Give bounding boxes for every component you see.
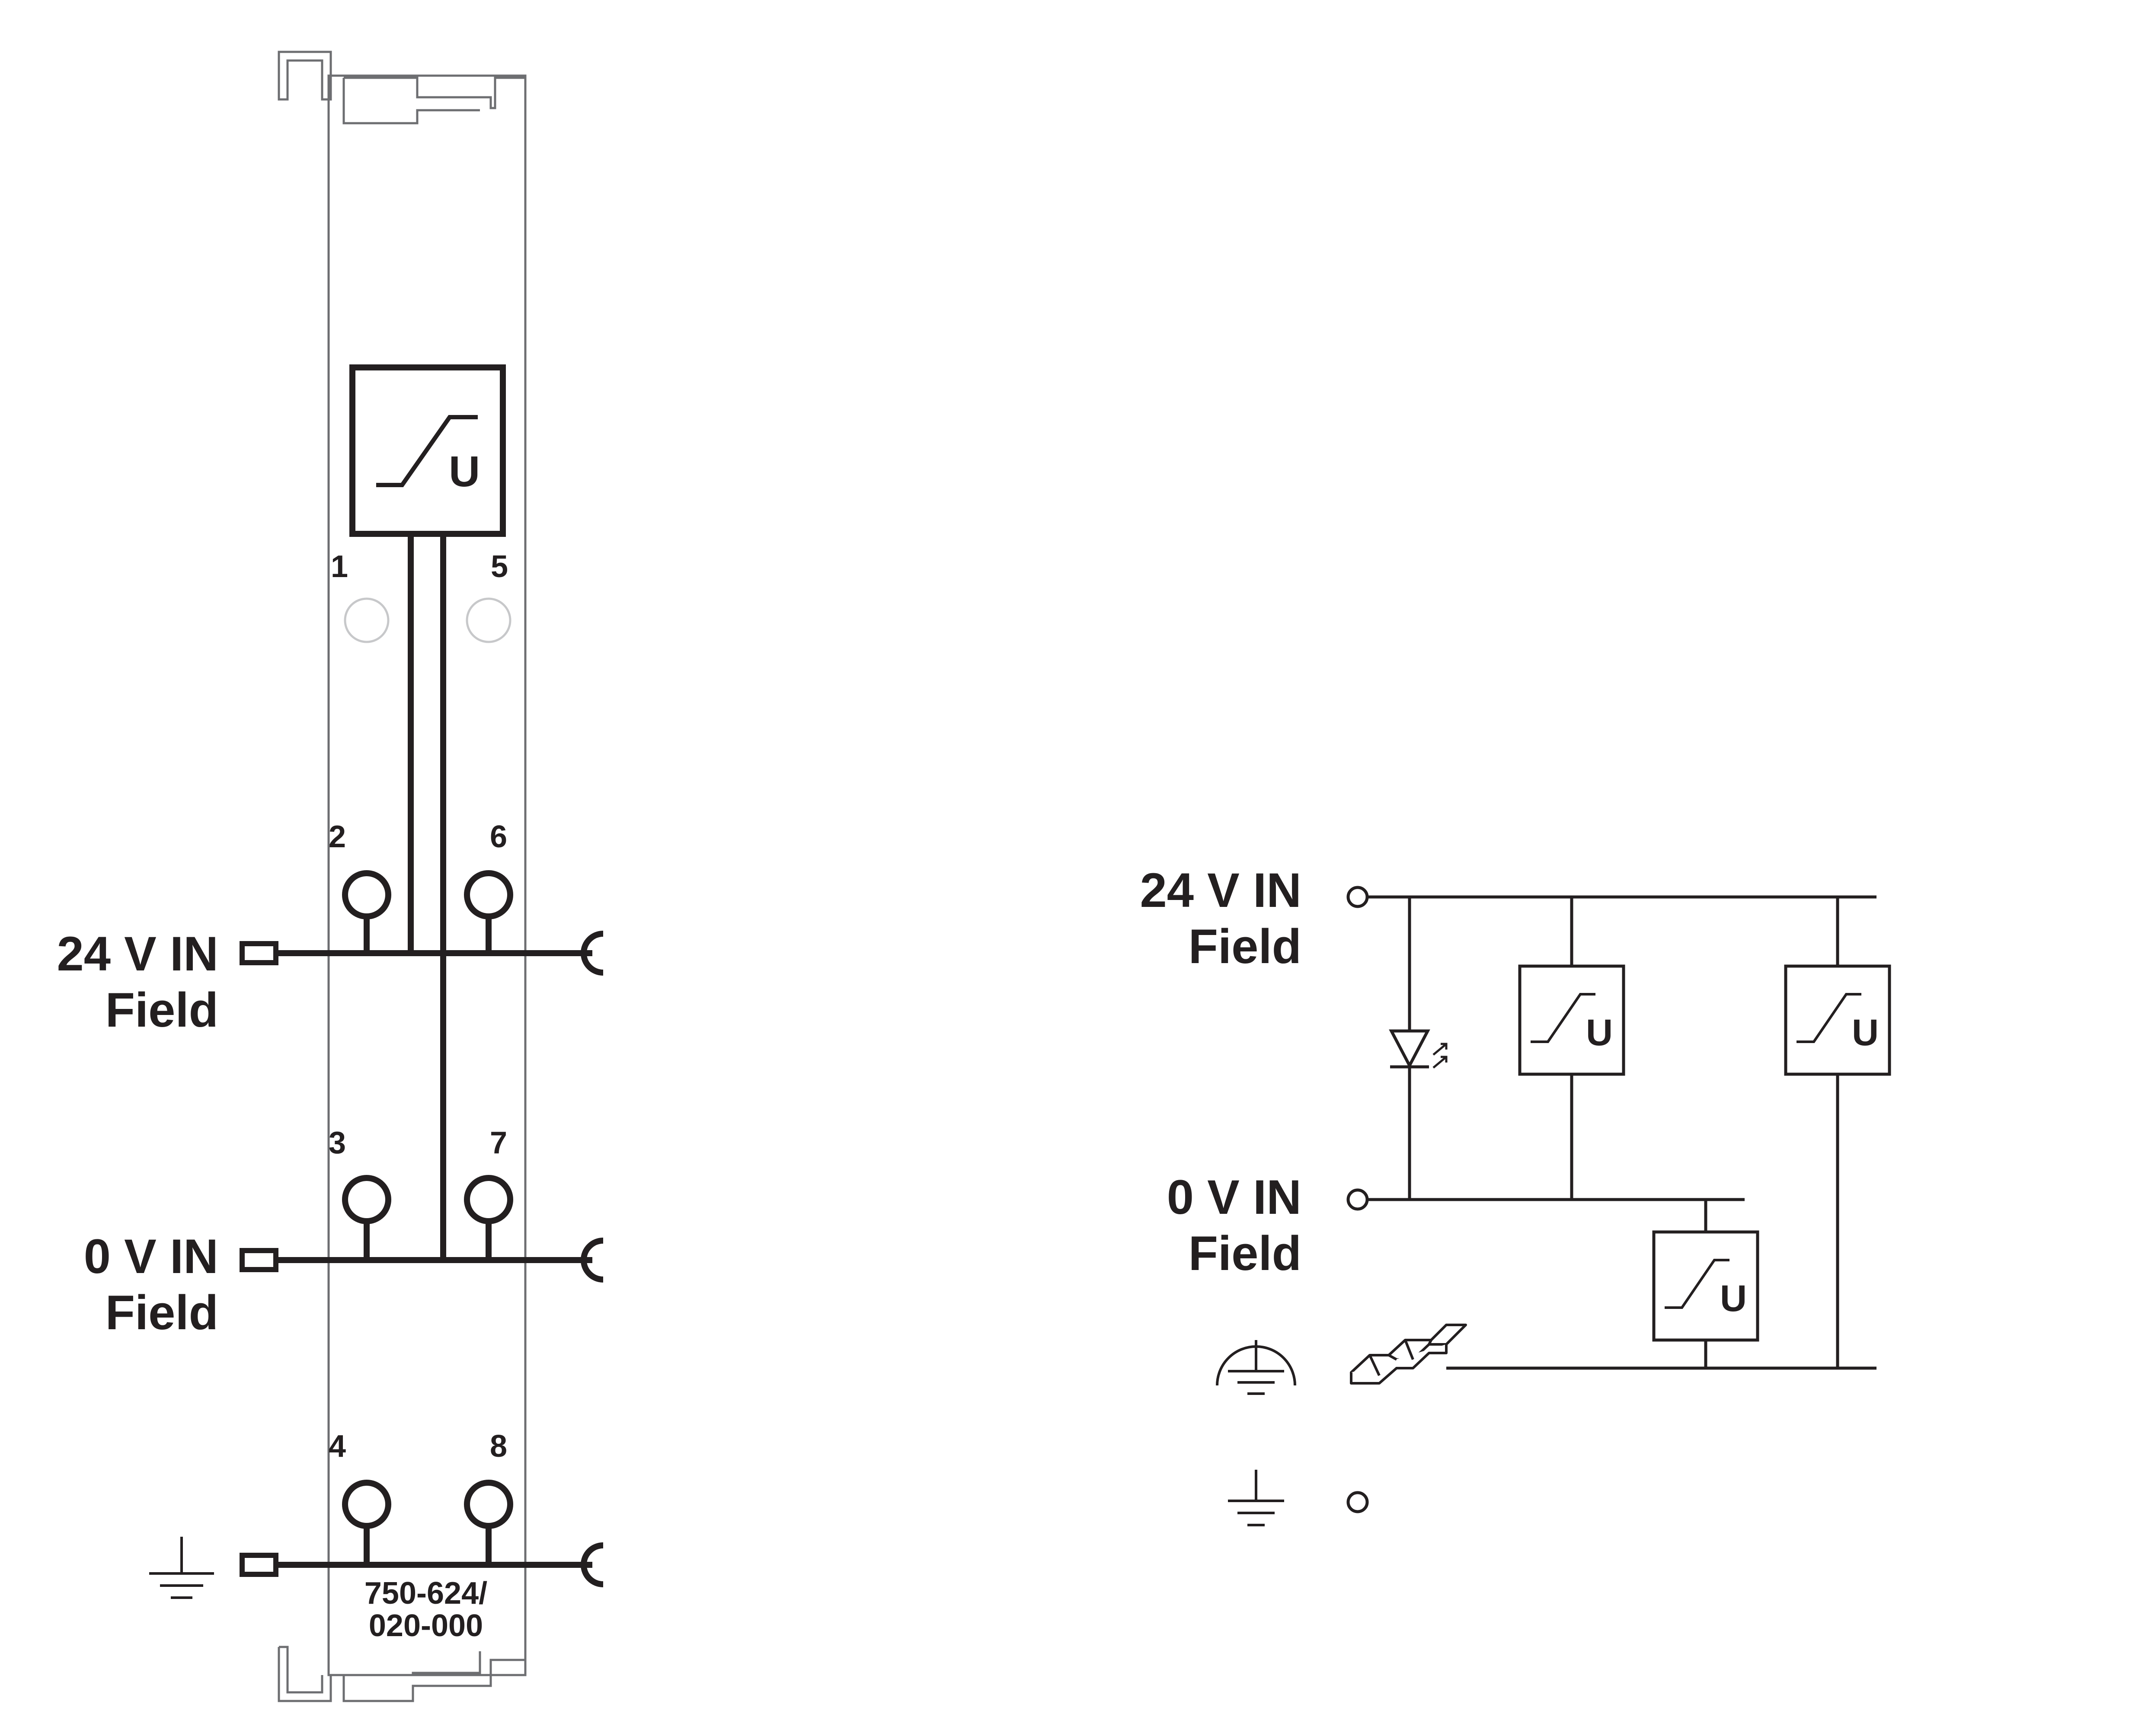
housing-top-notch	[342, 77, 525, 124]
contact-3	[342, 1175, 391, 1224]
terminal-ground	[1346, 1491, 1369, 1513]
power-contact-0v	[240, 1248, 278, 1272]
contact-5	[466, 597, 511, 643]
surge-suppressor-icon: U	[1652, 1230, 1759, 1342]
contact-1	[344, 597, 390, 643]
surge-suppressor-icon: U	[349, 364, 506, 537]
pin-label-8: 8	[490, 1429, 507, 1464]
housing-bottom-latch	[278, 1646, 332, 1702]
protective-earth-icon	[1216, 1340, 1296, 1395]
housing-top-latch	[278, 51, 332, 101]
contact-6	[464, 870, 513, 919]
contact-2	[342, 870, 391, 919]
pin-label-1: 1	[331, 549, 348, 584]
surge-suppressor-icon: U	[1518, 964, 1625, 1076]
ground-icon	[1228, 1470, 1284, 1526]
part-number-line2: 020-000	[369, 1608, 483, 1643]
pin-label-6: 6	[490, 820, 507, 854]
pin-label-4: 4	[329, 1429, 346, 1464]
surge-symbol-letter: U	[449, 447, 480, 496]
row-24v	[240, 870, 604, 976]
schematic: 24 V IN Field 0 V IN Field U	[1140, 863, 1891, 1526]
pin-label-3: 3	[329, 1126, 346, 1160]
schematic-label-24v-sub: Field	[1189, 919, 1301, 973]
contact-4	[342, 1480, 391, 1529]
part-number-line1: 750-624/	[364, 1576, 487, 1611]
pin-label-7: 7	[490, 1126, 507, 1160]
surge-symbol-letter: U	[1852, 1012, 1879, 1053]
led-icon	[1389, 1029, 1448, 1069]
schematic-label-0v: 0 V IN	[1167, 1170, 1301, 1224]
contact-8	[464, 1480, 513, 1529]
power-contact-24v	[240, 941, 278, 965]
module-label-0v-sub: Field	[105, 1286, 218, 1340]
contact-7	[464, 1175, 513, 1224]
surge-suppressor-icon: U	[1784, 964, 1891, 1076]
row-ground	[240, 1480, 604, 1587]
housing-body	[327, 74, 527, 1676]
spring-contact-0v	[581, 1238, 604, 1283]
surge-symbol-letter: U	[1586, 1012, 1613, 1053]
din-rail-icon	[1350, 1324, 1467, 1385]
power-contact-ground	[240, 1553, 278, 1577]
module-housing	[278, 51, 527, 1702]
spring-contact-24v	[581, 931, 604, 976]
schematic-label-0v-sub: Field	[1189, 1226, 1301, 1280]
schematic-label-24v: 24 V IN	[1140, 863, 1301, 917]
terminal-0v	[1346, 1188, 1369, 1211]
module-label-0v: 0 V IN	[84, 1229, 218, 1283]
terminal-24v	[1346, 886, 1369, 908]
housing-bottom-notch	[342, 1651, 525, 1702]
spring-contact-ground	[581, 1542, 604, 1587]
module-label-24v: 24 V IN	[57, 927, 218, 981]
module-label-24v-sub: Field	[105, 983, 218, 1037]
row-0v	[240, 1175, 604, 1283]
pin-label-5: 5	[491, 549, 508, 584]
ground-icon	[149, 1537, 214, 1599]
pin-label-2: 2	[329, 820, 346, 854]
surge-symbol-letter: U	[1720, 1278, 1747, 1319]
